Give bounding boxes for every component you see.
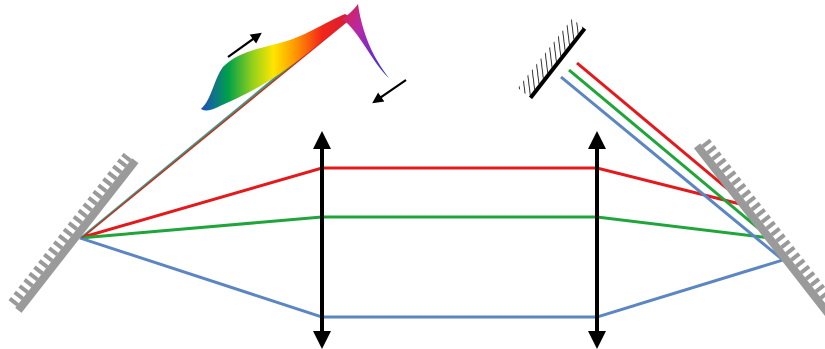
output-pulse [342, 4, 389, 78]
lens-left [313, 131, 331, 349]
input-beam [79, 13, 357, 239]
ray-green [79, 215, 771, 240]
return-beams [560, 61, 784, 262]
end-mirror [517, 18, 587, 100]
arrow-down-left-icon [372, 79, 407, 104]
right-grating [693, 138, 825, 322]
left-grating [8, 152, 139, 313]
input-pulse [200, 14, 352, 111]
ray-blue [79, 236, 784, 319]
lens-right [588, 131, 606, 349]
arrow-up-right-icon [227, 32, 262, 58]
ray-red [79, 166, 749, 240]
